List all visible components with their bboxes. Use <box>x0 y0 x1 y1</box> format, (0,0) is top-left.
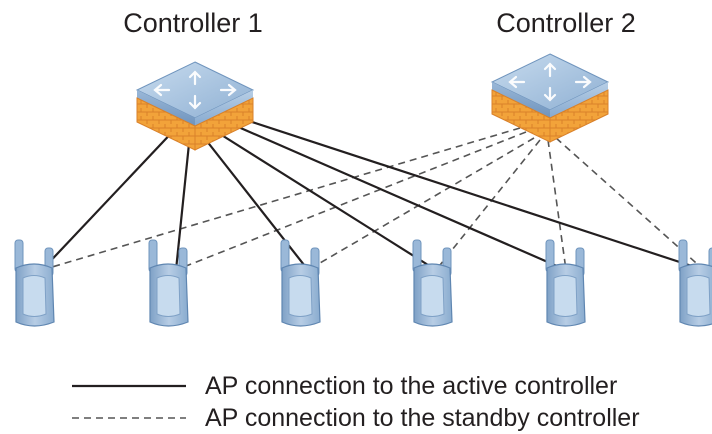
access-points <box>15 240 712 326</box>
access-point-icon <box>413 240 452 326</box>
controller-2: Controller 2 <box>492 8 636 142</box>
network-switch-icon <box>492 54 608 142</box>
legend-standby-label: AP connection to the standby controller <box>205 404 640 432</box>
controller-2-label: Controller 2 <box>496 8 636 38</box>
active-connection-line <box>219 133 437 271</box>
standby-connection-line <box>555 137 705 271</box>
standby-connection-line <box>307 137 535 271</box>
active-connection-line <box>41 125 179 271</box>
active-connection-line <box>205 139 309 271</box>
standby-connection-line <box>547 139 567 271</box>
connection-lines <box>41 118 705 272</box>
active-connection-line <box>245 118 705 272</box>
access-point-icon <box>281 240 320 326</box>
active-connection-line <box>174 133 192 271</box>
legend: AP connection to the active controller A… <box>72 372 640 432</box>
standby-connection-line <box>435 139 541 271</box>
controller-1: Controller 1 <box>123 8 263 150</box>
active-connection-line <box>235 124 567 272</box>
access-point-icon <box>149 240 188 326</box>
legend-active-label: AP connection to the active controller <box>205 372 617 400</box>
access-point-icon <box>679 240 712 326</box>
access-point-icon <box>15 240 54 326</box>
controller-1-label: Controller 1 <box>123 8 263 38</box>
network-switch-icon <box>137 62 253 150</box>
standby-connection-line <box>175 131 527 271</box>
access-point-icon <box>546 240 585 326</box>
